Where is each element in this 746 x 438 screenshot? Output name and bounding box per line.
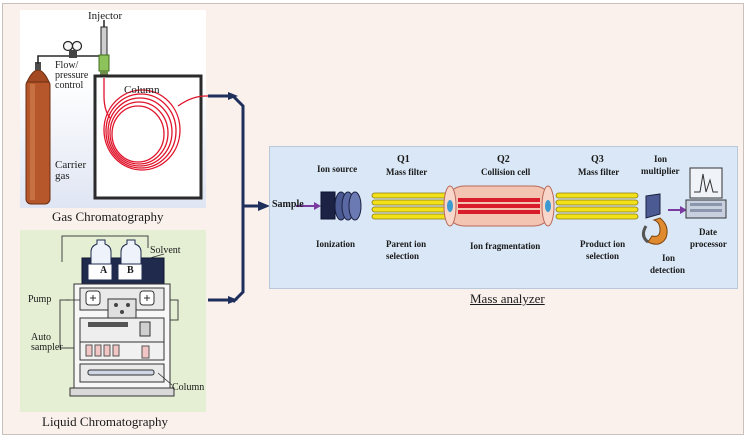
ion-multiplier-label-1: Ion [654,154,668,164]
gc-title: Gas Chromatography [52,209,164,224]
bottle-a-label: A [100,265,108,276]
data-processor-device [685,167,727,219]
solvent-bottles [90,239,142,265]
carrier-gas-cylinder [25,62,51,205]
injector-label: Injector [88,10,123,22]
q2-label: Q2 [497,154,510,165]
ion-detection-label-2: detection [650,265,685,275]
lc-arrow-head [228,296,238,304]
collision-cell-label: Collision cell [481,167,531,177]
parent-ion-label-1: Parent ion [386,239,427,249]
data-processor-label-1: Date [699,227,717,237]
q2-collision-cell [443,185,555,227]
parent-ion-label-2: selection [386,251,419,261]
ion-fragmentation-label: Ion fragmentation [470,241,541,251]
flow-pressure-gauges [62,40,83,58]
ion-multiplier-label-2: multiplier [641,166,680,176]
mass-analyzer-title: Mass analyzer [470,291,545,306]
carrier-gas-label-1: Carrier [55,159,87,171]
lc-instrument-body [69,283,175,397]
ion-source-device [320,191,362,221]
ion-detection-label-1: Ion [662,253,676,263]
ms-arrow-head [258,201,270,211]
injector-device [98,20,110,77]
solvent-label: Solvent [150,245,181,256]
gc-column-coil [103,78,220,171]
mass-filter-3-label: Mass filter [578,167,620,177]
mass-filter-1-label: Mass filter [386,167,428,177]
lc-title: Liquid Chromatography [42,414,169,429]
q1-quadrupole-rods [371,192,451,220]
flow-control-label-2: pressure [55,70,89,81]
product-ion-label-1: Product ion [580,239,626,249]
q3-label: Q3 [591,154,604,165]
flow-control-label-1: Flow/ [55,60,79,71]
sample-label: Sample [272,199,304,210]
q1-label: Q1 [397,154,410,165]
carrier-gas-label-2: gas [55,170,70,182]
data-processor-label-2: processor [690,239,727,249]
pump-label: Pump [28,294,52,305]
q3-quadrupole-rods [555,192,639,220]
ion-source-label: Ion source [317,164,358,174]
ion-multiplier-device [641,193,668,245]
gc-arrow-head [228,92,238,100]
lc-column-label: Column [172,382,205,393]
solvent-tray [81,257,165,285]
bottle-b-label: B [127,265,134,276]
product-ion-label-2: selection [586,251,619,261]
flow-control-label-3: control [55,80,84,91]
gc-column-label: Column [124,84,160,96]
autosampler-label-1: Auto [31,332,51,343]
autosampler-label-2: sampler [31,342,63,353]
ionization-label: Ionization [316,239,356,249]
